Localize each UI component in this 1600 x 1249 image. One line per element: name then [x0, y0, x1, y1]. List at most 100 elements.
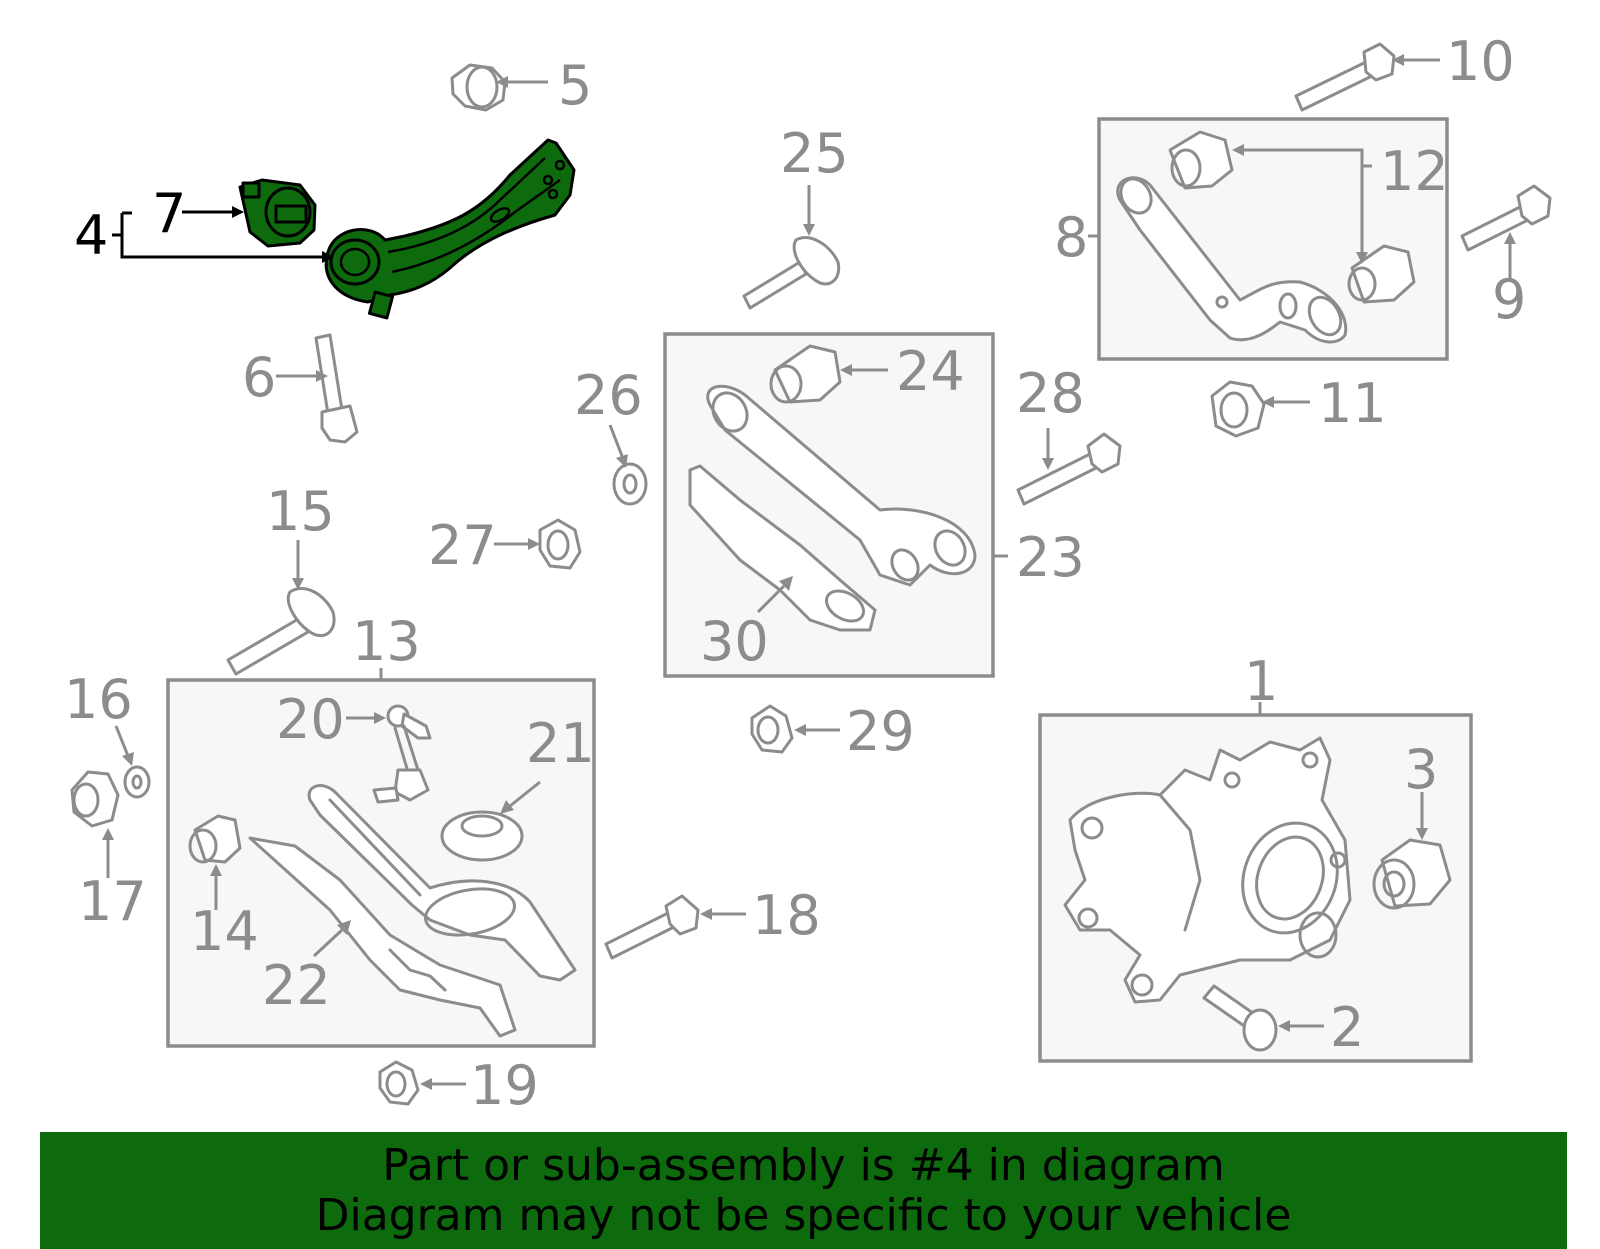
leader-20-arrow: [374, 712, 386, 724]
leader-11-arrow: [1262, 396, 1274, 408]
callout-30: 30: [700, 610, 769, 673]
leader-7-arrow: [232, 206, 244, 218]
callout-7: 7: [152, 182, 186, 245]
bolt-part-18: [604, 894, 700, 960]
knuckle-part-1: [1063, 736, 1352, 1004]
leader-28-arrow: [1042, 458, 1054, 470]
stabilizer-link-part-20: [372, 704, 432, 804]
callout-11: 11: [1318, 372, 1387, 435]
callout-8: 8: [1054, 206, 1088, 269]
bolt-part-10: [1294, 42, 1396, 112]
callout-22: 22: [262, 954, 331, 1017]
callout-2: 2: [1330, 996, 1364, 1059]
leader-25-arrow: [803, 224, 815, 236]
leader-26: [608, 424, 624, 457]
bolt-part-2: [1202, 984, 1278, 1052]
lower-control-arm: [307, 784, 577, 982]
washer-part-26: [612, 462, 648, 506]
leader-21: [509, 780, 541, 808]
notice-banner: Part or sub-assembly is #4 in diagram Di…: [40, 1132, 1567, 1249]
bushing-part-3: [1372, 838, 1452, 910]
leader-24-arrow: [840, 364, 852, 376]
bushing-part-12-upper: [1168, 130, 1234, 190]
leader-4-arrow: [322, 251, 334, 263]
trailing-arm-part-4[interactable]: [324, 138, 576, 320]
callout-6: 6: [242, 346, 276, 409]
callout-5: 5: [558, 54, 592, 117]
leader-15-arrow: [292, 578, 304, 590]
nut-part-27: [538, 518, 582, 570]
nut-part-11: [1210, 380, 1266, 438]
arm-plate-part-30: [688, 464, 877, 632]
callout-21: 21: [526, 712, 595, 775]
nut-part-5: [450, 63, 507, 112]
leader-30-arrow: [779, 576, 793, 591]
leader-12-arrow-lower: [1356, 252, 1368, 264]
callout-20: 20: [276, 688, 345, 751]
control-arm-part-8: [1116, 176, 1348, 344]
callout-24: 24: [896, 340, 965, 403]
leader-16: [114, 725, 130, 757]
callout-28: 28: [1016, 362, 1085, 425]
washer-part-26-hole: [622, 473, 638, 495]
leader-22: [312, 928, 344, 958]
leader-9-arrow: [1504, 232, 1516, 244]
callout-26: 26: [574, 364, 643, 427]
leader-27-arrow: [528, 538, 540, 550]
leader-2-arrow: [1278, 1020, 1290, 1032]
leader-21-arrow: [500, 800, 514, 814]
leader-22-arrow: [337, 920, 351, 935]
bushing-part-7[interactable]: [238, 178, 317, 248]
lower-spring-plate-part-22: [248, 836, 517, 1038]
leader-12-arrow-upper: [1232, 144, 1244, 156]
nut-part-19: [378, 1060, 420, 1106]
bushing-part-24: [769, 344, 842, 404]
leader-5-arrow: [496, 76, 508, 88]
callout-27: 27: [428, 514, 497, 577]
callout-18: 18: [752, 884, 821, 947]
callout-29: 29: [846, 700, 915, 763]
leader-6-arrow: [316, 370, 328, 382]
leader-12: [1244, 148, 1372, 252]
leader-14-arrow: [210, 864, 222, 876]
callout-16: 16: [64, 668, 133, 731]
banner-line-disclaimer: Diagram may not be specific to your vehi…: [315, 1189, 1292, 1241]
upper-control-arm: [706, 384, 977, 587]
bolt-part-6: [314, 333, 359, 444]
banner-line-part-number: Part or sub-assembly is #4 in diagram: [382, 1139, 1225, 1191]
callout-3: 3: [1404, 738, 1438, 801]
callout-14: 14: [190, 900, 259, 963]
callout-4: 4: [74, 204, 108, 267]
nut-part-17: [70, 770, 120, 828]
bump-stop-part-21: [440, 810, 524, 862]
callout-25: 25: [780, 122, 849, 185]
bolt-part-9: [1460, 184, 1552, 252]
leader-18-arrow: [700, 908, 712, 920]
callout-1: 1: [1244, 650, 1278, 713]
leader-16-arrow: [122, 752, 134, 766]
leader-19-arrow: [420, 1078, 432, 1090]
nut-part-29: [750, 704, 794, 754]
leader-17-arrow: [102, 828, 114, 840]
callout-12: 12: [1380, 140, 1449, 203]
leader-3-arrow: [1416, 828, 1428, 840]
leader-26-arrow: [616, 454, 628, 468]
bushing-part-14: [188, 814, 242, 864]
bolt-part-28: [1016, 432, 1122, 506]
callout-9: 9: [1492, 268, 1526, 331]
callout-23: 23: [1016, 526, 1085, 589]
callout-19: 19: [470, 1054, 539, 1117]
washer-part-16: [123, 765, 151, 799]
callout-13: 13: [352, 610, 421, 673]
washer-part-16-hole: [131, 774, 143, 790]
leader-29-arrow: [794, 724, 806, 736]
bolt-part-25: [742, 236, 841, 310]
leader-10-arrow: [1392, 54, 1404, 66]
callout-17: 17: [78, 870, 147, 933]
leader-30: [756, 584, 786, 614]
callout-15: 15: [266, 480, 335, 543]
bushing-part-12-lower: [1347, 244, 1416, 304]
bolt-part-15: [226, 587, 336, 676]
leader-4: [112, 211, 322, 259]
